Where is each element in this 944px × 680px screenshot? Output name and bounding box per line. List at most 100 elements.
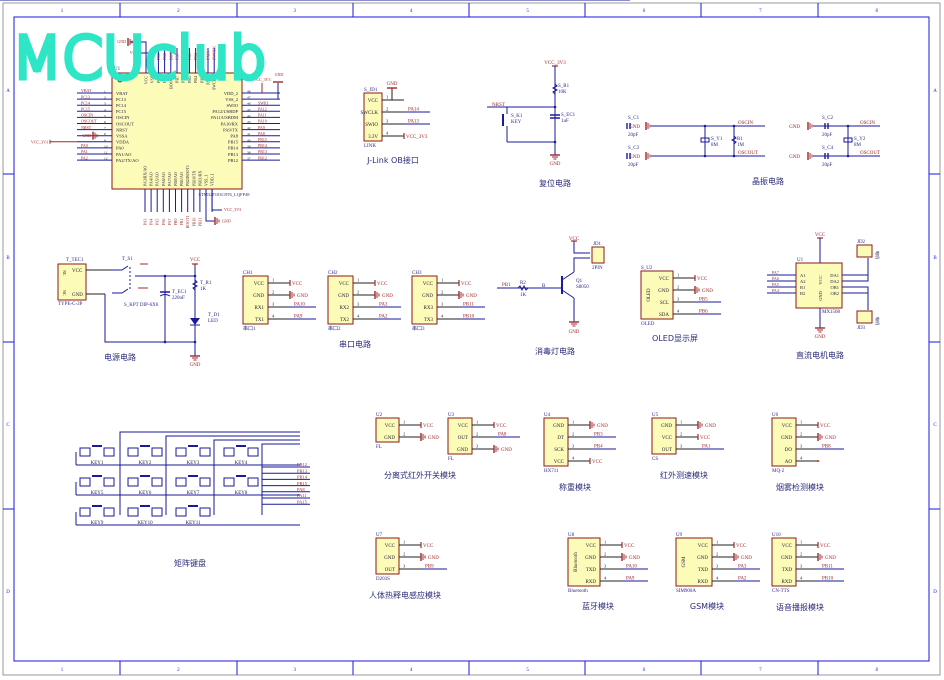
key-switch-icon	[103, 477, 115, 487]
pin-name: SCL	[660, 301, 669, 306]
label: KEY	[511, 120, 522, 125]
label: 1K	[520, 293, 527, 298]
pin-number: 2	[680, 432, 682, 437]
label: GND	[72, 293, 83, 298]
section-title: GSM模块	[690, 601, 724, 611]
pin-name: GND	[781, 436, 792, 441]
pin-number: 2	[800, 552, 802, 557]
mcu-pin-name: VSS_2	[225, 97, 238, 102]
mcu-pin-name: PB14	[228, 146, 239, 151]
net-label: VCC	[423, 424, 434, 429]
pin-name: GND	[384, 556, 395, 561]
pin-name: TXD	[782, 568, 793, 573]
wire	[842, 258, 869, 276]
wire	[119, 431, 300, 515]
pin-name: OUT	[385, 568, 395, 573]
label: S8050	[576, 285, 589, 290]
net-label: GND	[428, 436, 439, 441]
label: JD2	[857, 240, 866, 245]
mcu-pin-num: 2	[104, 96, 106, 100]
net-label: SWCLK	[212, 46, 217, 60]
label: B2	[800, 291, 805, 296]
label: T_TEC1	[66, 258, 84, 263]
net-label: PB13	[258, 149, 267, 154]
net-label: PA0	[81, 143, 88, 148]
label: OSCIN	[738, 121, 753, 126]
pin-number: 3	[386, 119, 389, 124]
mcu-pin-num: 37	[247, 157, 251, 161]
net-label: PA9	[626, 577, 635, 582]
net-label: PB1	[179, 219, 184, 226]
pin-name: GND	[422, 294, 433, 299]
net-label: OSCOUT	[81, 119, 98, 124]
junction-dot	[732, 154, 736, 158]
label: S_C3	[628, 146, 640, 151]
pin-number: 3	[441, 302, 444, 307]
net-label: PA14	[408, 108, 419, 113]
mcu-pin-name: PB7	[175, 76, 180, 83]
net-label: VCC	[820, 544, 831, 549]
net-label: GND	[741, 556, 752, 561]
wire	[112, 288, 129, 294]
label: A1	[800, 273, 806, 278]
pin-name: VCC	[782, 544, 793, 549]
net-label: GND	[222, 219, 231, 224]
pin-number: 3	[403, 564, 406, 569]
label: 1K	[200, 287, 207, 292]
label: PA4	[772, 288, 779, 293]
key-switch-icon	[188, 475, 198, 477]
pin-number: 1	[604, 540, 606, 545]
pin-number: 1	[680, 420, 682, 425]
net-label: VCC_3V3	[253, 77, 270, 82]
net-label: GND	[428, 556, 439, 561]
label: VCC	[815, 233, 826, 238]
net-label: GND	[382, 294, 393, 299]
net-label: PA5	[155, 219, 160, 226]
label: NRST	[492, 103, 505, 108]
net-label: GND	[629, 556, 640, 561]
label: S_Y1	[711, 137, 723, 142]
net-label: PA3	[738, 565, 747, 570]
pin-number: 2	[357, 290, 359, 295]
wire	[112, 265, 129, 271]
section-title: 烟雾检测模块	[776, 482, 824, 492]
pin-name: VCC	[385, 424, 396, 429]
section-title: 消毒灯电路	[535, 346, 575, 356]
section-title: 红外测速模块	[660, 470, 708, 480]
net-label: VCC	[377, 282, 388, 287]
pin-number: 2	[272, 290, 274, 295]
wire	[842, 258, 869, 282]
section-title: 电源电路	[104, 352, 136, 362]
label: 20pF	[822, 163, 833, 168]
mcu-pin-num: 44	[247, 114, 251, 118]
label: S_R1	[558, 84, 570, 89]
mcu-pin-name: VDDA	[116, 140, 130, 145]
pin-number: 3	[800, 564, 803, 569]
mcu-ref: U1	[114, 67, 121, 72]
module-part: 串口2	[328, 326, 341, 332]
pin-number: 2	[800, 432, 802, 437]
key-switch-icon	[199, 477, 211, 487]
section-title: 串口电路	[339, 339, 371, 349]
junction-dot	[732, 124, 736, 128]
label: S_Y2	[854, 137, 866, 142]
resistor-icon	[191, 279, 199, 291]
frame-row-marker: C	[933, 423, 937, 428]
pin-name: 3.3V	[368, 135, 378, 140]
key-switch-icon	[223, 477, 235, 487]
key-switch-icon	[79, 477, 91, 487]
label: JD1	[593, 242, 602, 247]
net-label: GND	[82, 133, 91, 138]
label: GND	[815, 335, 826, 340]
pin-number: 3	[572, 444, 575, 449]
net-label: GND	[117, 39, 126, 44]
module-ref: U6	[772, 413, 779, 418]
mcu-pin-num: 48	[247, 90, 251, 94]
pin-number: 1	[572, 420, 574, 425]
section-title: 复位电路	[539, 178, 571, 188]
module-part: CN-TTS	[772, 589, 790, 594]
mcu-pin-name: VSSA	[116, 134, 128, 139]
mcu-pin-name: PA10/RX	[221, 121, 239, 126]
label: S_EC1	[561, 113, 576, 118]
